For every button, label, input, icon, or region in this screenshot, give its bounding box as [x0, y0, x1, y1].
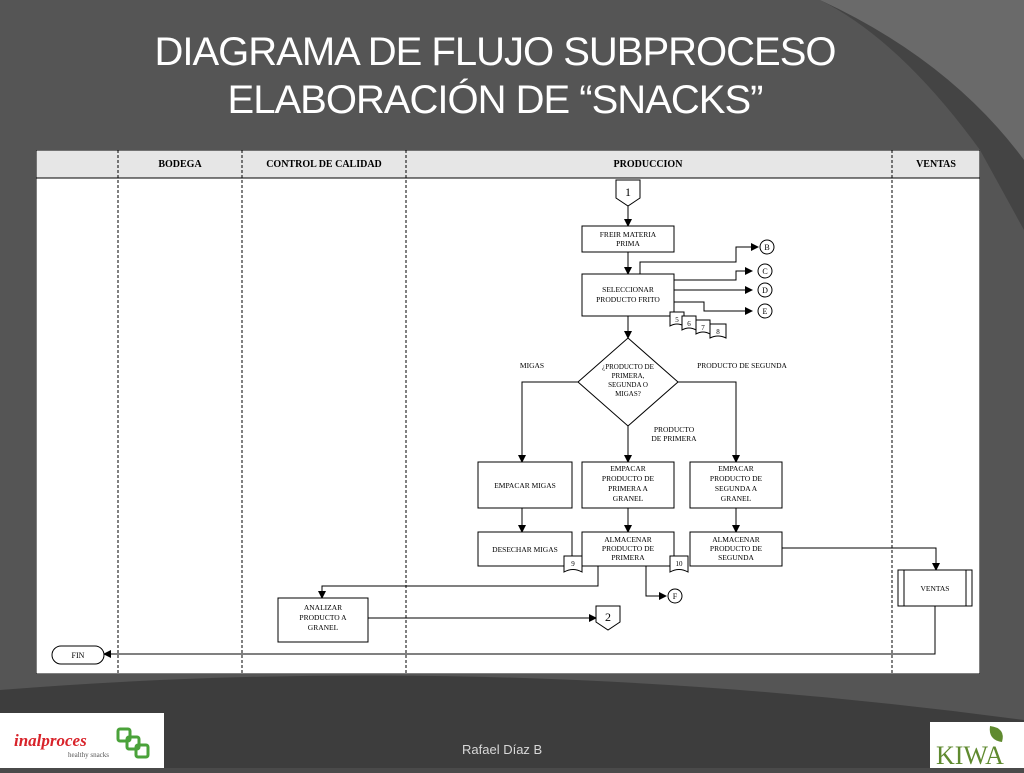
svg-text:PRIMA: PRIMA: [616, 239, 640, 248]
svg-text:B: B: [764, 243, 769, 252]
process-freir-materia-prima: FREIR MATERIA PRIMA: [581, 225, 675, 253]
flowchart: BODEGA CONTROL DE CALIDAD PRODUCCION VEN…: [35, 149, 981, 675]
process-desechar-migas: DESECHAR MIGAS: [477, 531, 573, 567]
svg-text:SEGUNDA: SEGUNDA: [718, 553, 754, 562]
svg-text:KIWA: KIWA: [936, 741, 1004, 768]
inalproces-logo: inalproces healthy snacks: [0, 713, 164, 768]
svg-text:PRIMERA: PRIMERA: [611, 553, 645, 562]
leaf-icon: [989, 726, 1003, 742]
svg-text:EMPACAR MIGAS: EMPACAR MIGAS: [494, 481, 556, 490]
title-line-1: DIAGRAMA DE FLUJO SUBPROCESO: [154, 30, 836, 74]
svg-text:¿PRODUCTO DE: ¿PRODUCTO DE: [602, 363, 654, 371]
svg-text:PRODUCTO DE: PRODUCTO DE: [710, 474, 763, 483]
lane-header-ventas: VENTAS: [916, 159, 956, 170]
svg-text:D: D: [762, 286, 768, 295]
svg-text:healthy snacks: healthy snacks: [68, 751, 109, 759]
process-almacenar-primera: ALMACENAR PRODUCTO DE PRIMERA: [581, 531, 675, 567]
branch-label-segunda: PRODUCTO DE SEGUNDA: [697, 361, 787, 370]
svg-text:FIN: FIN: [72, 651, 85, 660]
svg-text:9: 9: [571, 560, 575, 568]
svg-text:PRODUCTO FRITO: PRODUCTO FRITO: [596, 295, 660, 304]
svg-text:2: 2: [605, 610, 611, 624]
svg-text:SEGUNDA A: SEGUNDA A: [715, 484, 758, 493]
branch-label-migas: MIGAS: [520, 361, 544, 370]
svg-text:C: C: [762, 267, 767, 276]
svg-text:SELECCIONAR: SELECCIONAR: [602, 285, 654, 294]
svg-text:GRANEL: GRANEL: [613, 494, 644, 503]
document-9: 9: [563, 555, 583, 573]
process-seleccionar-producto-frito: SELECCIONAR PRODUCTO FRITO: [581, 273, 675, 317]
start-connector: 1: [615, 179, 641, 207]
svg-text:inalproces: inalproces: [14, 731, 87, 750]
svg-text:ANALIZAR: ANALIZAR: [304, 603, 342, 612]
svg-text:DESECHAR MIGAS: DESECHAR MIGAS: [492, 545, 558, 554]
svg-text:E: E: [763, 307, 768, 316]
process-empacar-primera: EMPACAR PRODUCTO DE PRIMERA A GRANEL: [581, 461, 675, 509]
svg-text:EMPACAR: EMPACAR: [718, 464, 754, 473]
process-empacar-migas: EMPACAR MIGAS: [477, 461, 573, 509]
svg-text:6: 6: [687, 320, 691, 328]
svg-text:F: F: [673, 592, 678, 601]
svg-text:ALMACENAR: ALMACENAR: [604, 535, 652, 544]
branch-label-primera-2: DE PRIMERA: [651, 434, 697, 443]
offpage-connector-f: F: [667, 588, 683, 604]
offpage-connector-e: E: [757, 303, 773, 319]
footer-author: Rafael Díaz B: [462, 742, 543, 757]
svg-text:1: 1: [625, 185, 631, 199]
offpage-connector-b: B: [759, 239, 775, 255]
offpage-connector-d: D: [757, 282, 773, 298]
svg-text:PRODUCTO A: PRODUCTO A: [299, 613, 347, 622]
connector-2: 2: [595, 605, 621, 631]
svg-text:PRIMERA,: PRIMERA,: [612, 372, 645, 380]
title-line-2: ELABORACIÓN DE “SNACKS”: [227, 78, 764, 122]
process-empacar-segunda: EMPACAR PRODUCTO DE SEGUNDA A GRANEL: [689, 461, 783, 509]
svg-text:10: 10: [676, 560, 684, 568]
svg-text:8: 8: [716, 328, 720, 336]
svg-text:GRANEL: GRANEL: [308, 623, 339, 632]
slide-title: DIAGRAMA DE FLUJO SUBPROCESO ELABORACIÓN…: [0, 28, 990, 124]
svg-text:VENTAS: VENTAS: [921, 584, 950, 593]
decision-tipo-producto: ¿PRODUCTO DE PRIMERA, SEGUNDA O MIGAS?: [577, 337, 679, 427]
document-10: 10: [669, 555, 689, 573]
svg-text:PRODUCTO DE: PRODUCTO DE: [710, 544, 763, 553]
svg-text:PRODUCTO DE: PRODUCTO DE: [602, 474, 655, 483]
svg-text:7: 7: [701, 324, 705, 332]
process-analizar-producto: ANALIZAR PRODUCTO A GRANEL: [277, 597, 369, 643]
svg-text:PRIMERA A: PRIMERA A: [608, 484, 648, 493]
lane-header-bodega: BODEGA: [158, 159, 202, 170]
document-stack-5-8: 5 6 7 8: [669, 311, 727, 339]
process-ventas: VENTAS: [897, 569, 973, 607]
kiwa-logo: KIWA: [930, 722, 1024, 770]
svg-text:PRODUCTO DE: PRODUCTO DE: [602, 544, 655, 553]
flowchart-svg: BODEGA CONTROL DE CALIDAD PRODUCCION VEN…: [35, 149, 981, 675]
svg-text:MIGAS?: MIGAS?: [615, 390, 641, 398]
svg-text:FREIR MATERIA: FREIR MATERIA: [600, 230, 657, 239]
lane-header-produccion: PRODUCCION: [614, 159, 684, 170]
terminator-fin: FIN: [51, 645, 105, 665]
process-almacenar-segunda: ALMACENAR PRODUCTO DE SEGUNDA: [689, 531, 783, 567]
svg-text:ALMACENAR: ALMACENAR: [712, 535, 760, 544]
branch-label-primera-1: PRODUCTO: [654, 425, 695, 434]
svg-text:5: 5: [675, 316, 679, 324]
offpage-connector-c: C: [757, 263, 773, 279]
svg-text:SEGUNDA O: SEGUNDA O: [608, 381, 648, 389]
svg-text:EMPACAR: EMPACAR: [610, 464, 646, 473]
svg-text:GRANEL: GRANEL: [721, 494, 752, 503]
lane-header-control: CONTROL DE CALIDAD: [266, 159, 382, 170]
